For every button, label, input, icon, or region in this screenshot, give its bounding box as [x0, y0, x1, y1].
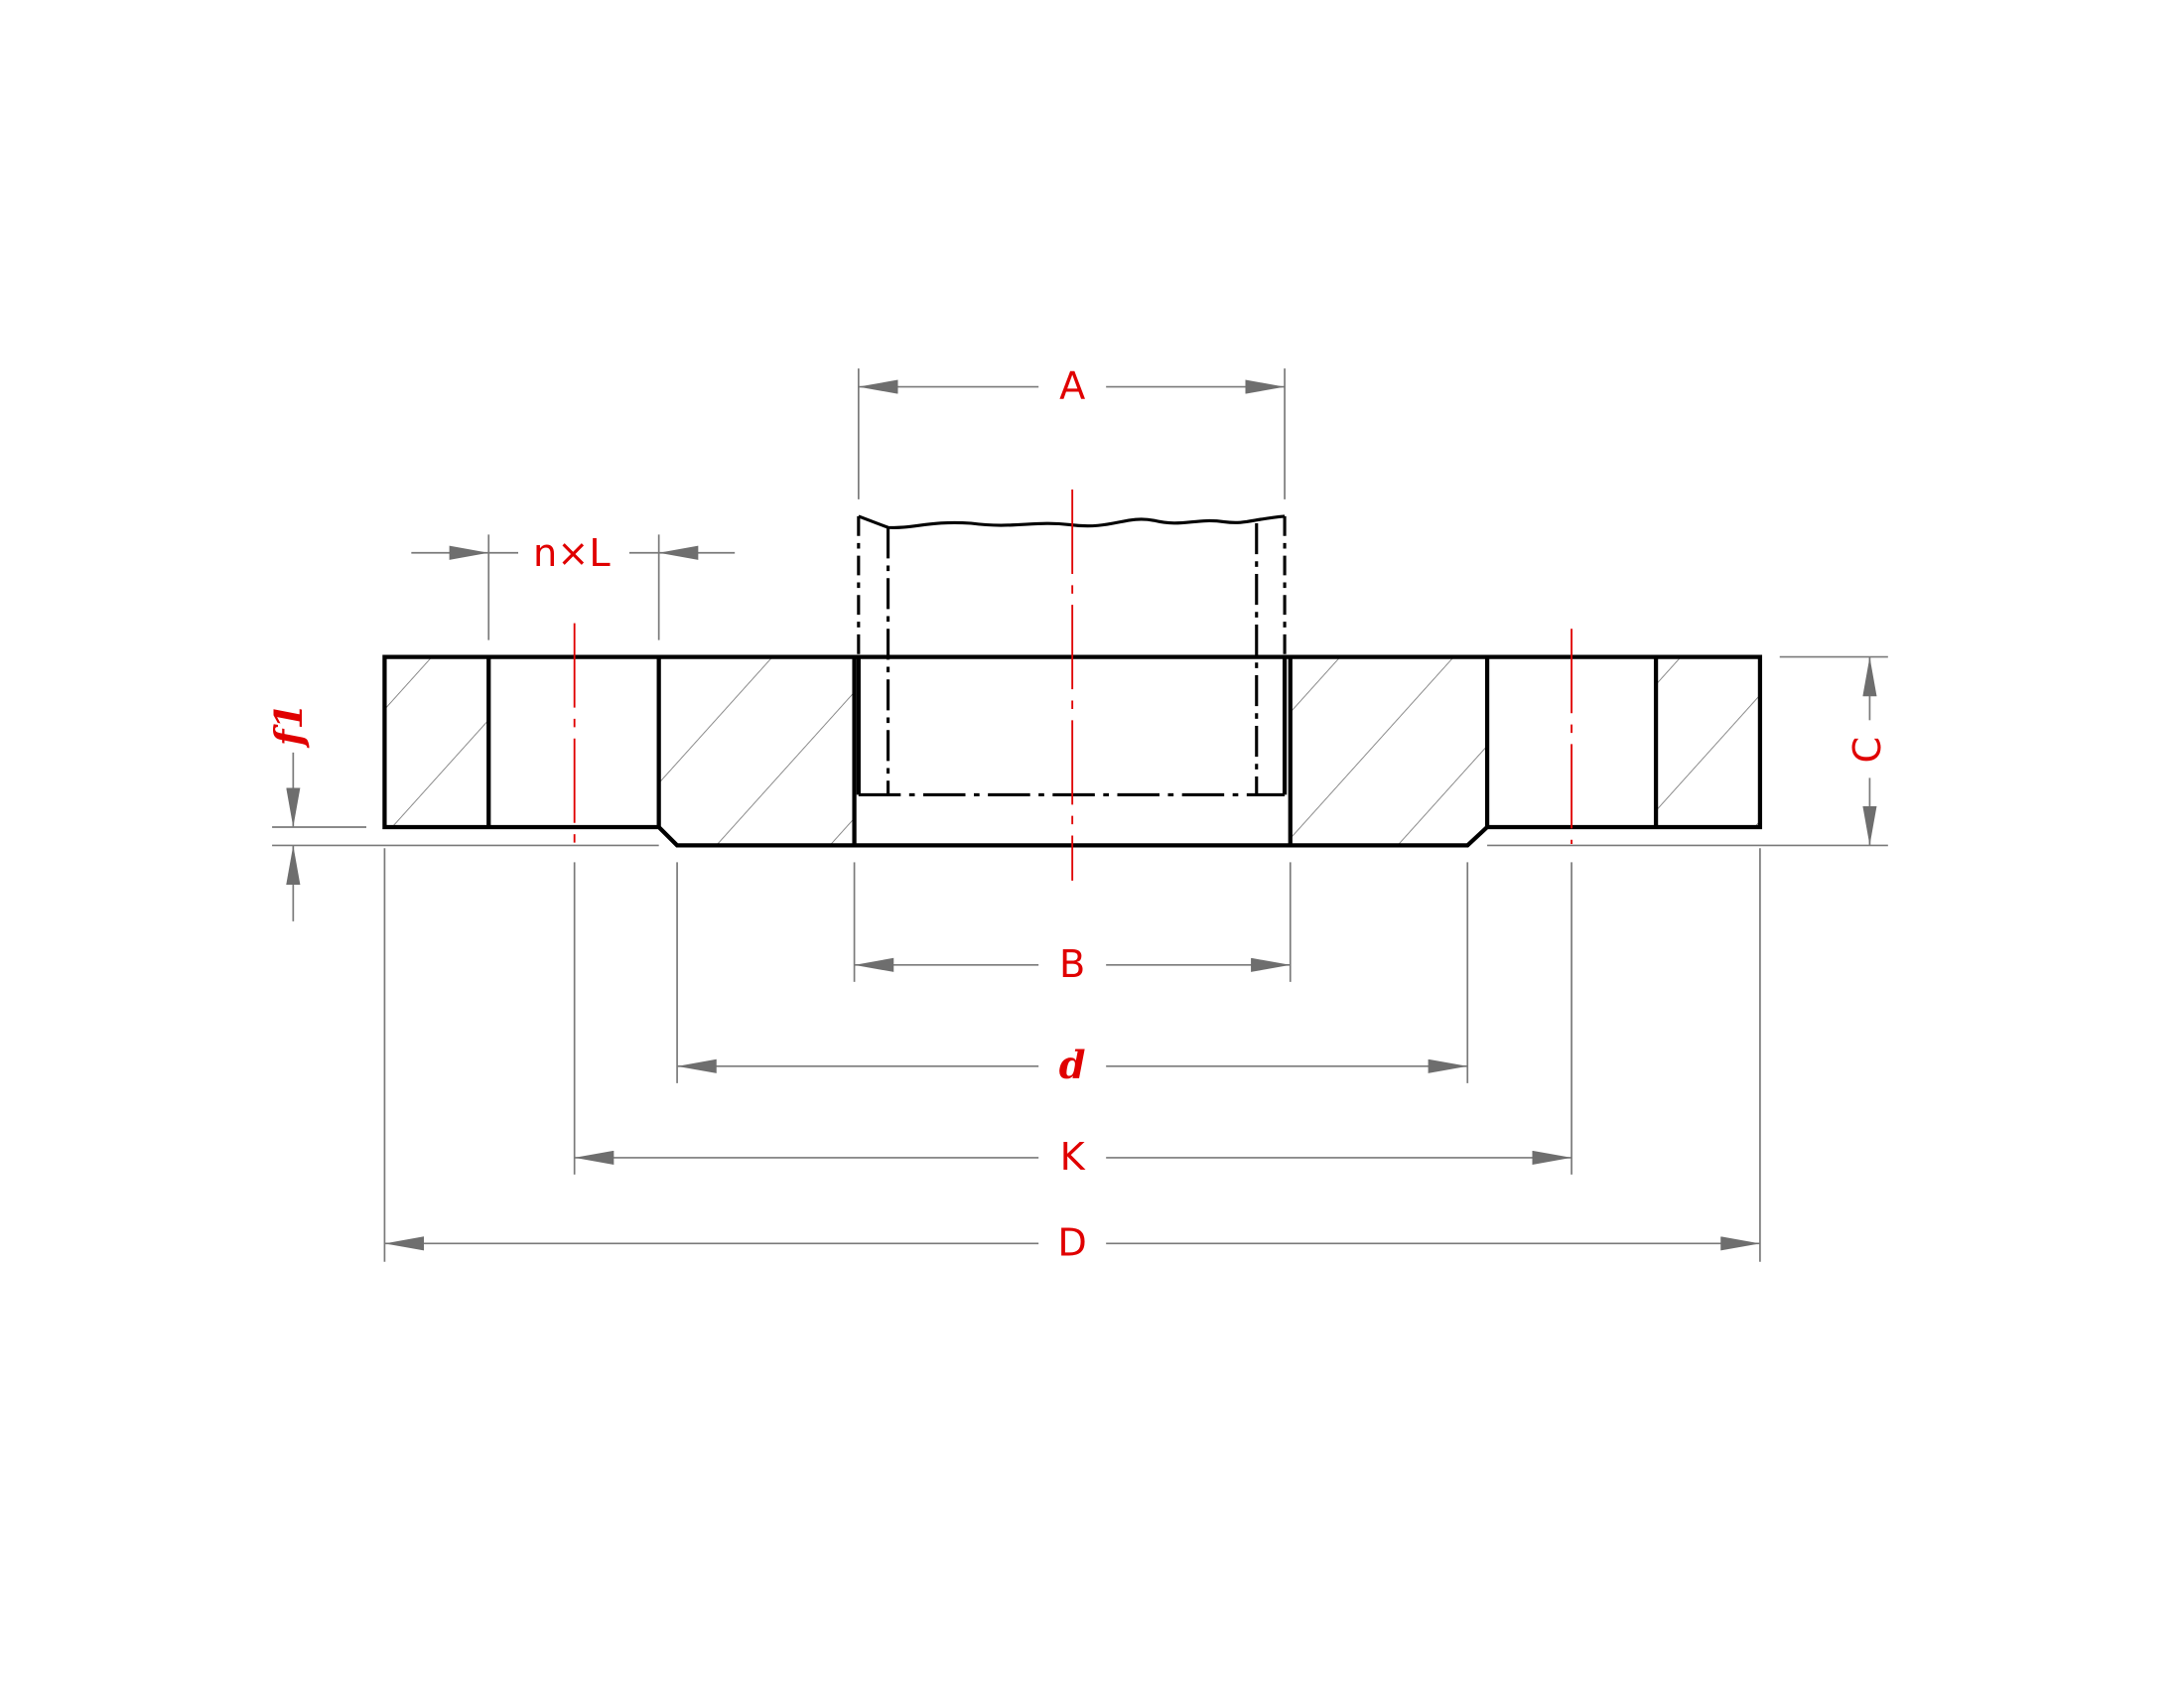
section-hatching [384, 656, 1760, 846]
label-b: B [1059, 942, 1085, 987]
dimension-a: A [857, 364, 1286, 499]
dimension-bolt-hole: n×L [411, 531, 736, 640]
label-c: C [1845, 737, 1890, 764]
label-f1: f1 [267, 703, 312, 749]
label-k: K [1060, 1135, 1086, 1180]
centerlines [573, 490, 1573, 881]
dimension-d-raised-face: d [676, 862, 1469, 1087]
break-line [858, 514, 1286, 529]
label-a: A [1059, 364, 1085, 409]
dimension-d-outer: D [383, 848, 1761, 1265]
label-d-small: d [1059, 1043, 1086, 1087]
flange-outline [382, 654, 1763, 848]
label-d-outer: D [1057, 1220, 1086, 1265]
dimension-f1: f1 [267, 703, 659, 921]
dimension-c: C [1487, 655, 1890, 847]
dimension-b: B [853, 862, 1292, 987]
dimension-k: K [573, 862, 1572, 1180]
label-nxl: n×L [533, 531, 611, 576]
